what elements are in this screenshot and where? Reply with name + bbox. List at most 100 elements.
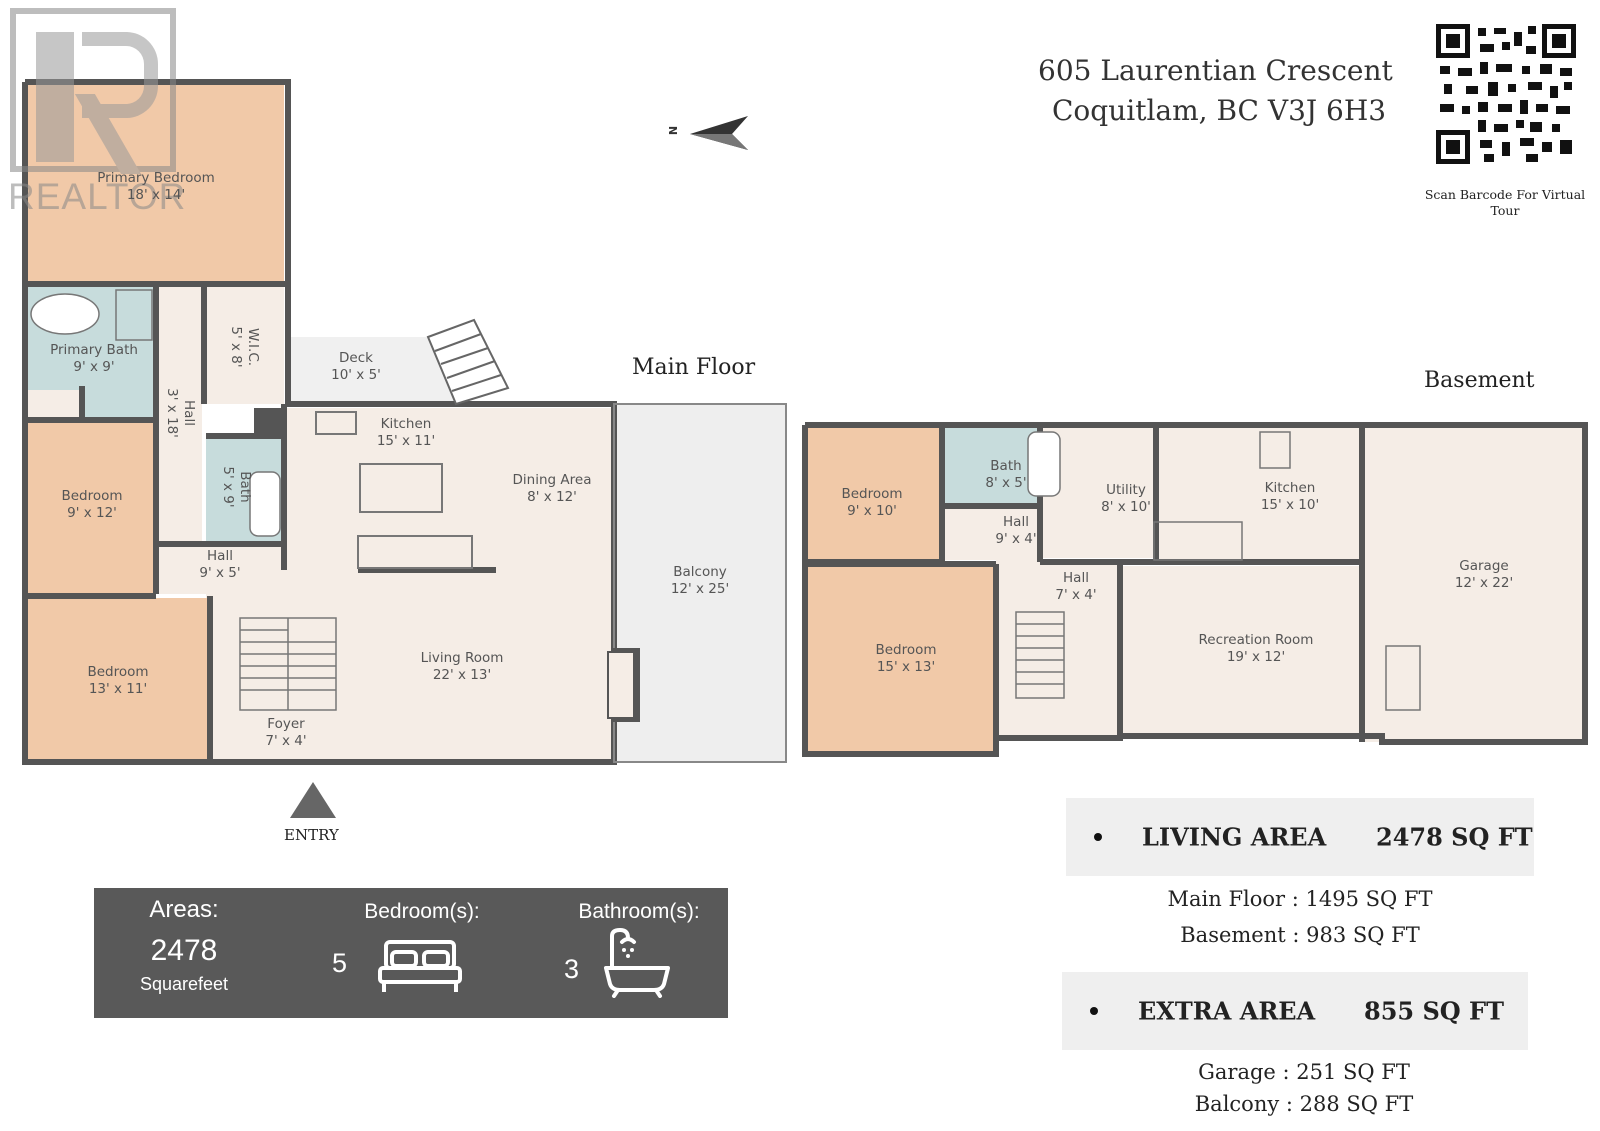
room-name: Dining Area bbox=[512, 472, 592, 488]
room-primary-bath: Primary Bath 9' x 9' bbox=[50, 342, 138, 376]
room-name: Bedroom bbox=[87, 664, 149, 680]
room-name: Recreation Room bbox=[1198, 632, 1314, 648]
summary-bedrooms: Bedroom(s): bbox=[342, 896, 502, 924]
room-name: Living Room bbox=[420, 650, 504, 666]
room-name: Bath bbox=[990, 458, 1022, 474]
basement-title: Basement bbox=[1424, 368, 1535, 393]
qr-caption-line-1: Scan Barcode For Virtual bbox=[1424, 187, 1586, 202]
summary-panel: Areas: 2478 Squarefeet Bedroom(s): 5 Bat… bbox=[94, 888, 728, 1018]
room-name: Bedroom bbox=[875, 642, 937, 658]
realtor-logo: REALTOR bbox=[8, 8, 187, 218]
room-dims: 19' x 12' bbox=[1226, 649, 1286, 665]
room-name: Garage bbox=[1459, 558, 1509, 574]
room-hall-main: Hall 9' x 5' bbox=[199, 548, 240, 582]
balcony-area-text: Balcony : 288 SQ FT bbox=[1194, 1092, 1414, 1116]
bedroom-13x11-area bbox=[28, 598, 210, 760]
bullet-dot bbox=[1094, 833, 1102, 841]
room-bath-main: Bath 5' x 9' bbox=[219, 466, 253, 507]
areas-label: Areas: bbox=[149, 896, 219, 923]
room-name: Hall bbox=[181, 400, 197, 426]
room-dining: Dining Area 8' x 12' bbox=[513, 472, 592, 506]
room-b-hall-upper: Hall 9' x 4' bbox=[995, 514, 1036, 548]
room-wic: W.I.C. 5' x 8' bbox=[227, 326, 261, 367]
main-floor-title: Main Floor bbox=[632, 355, 756, 380]
room-name: Bedroom bbox=[61, 488, 123, 504]
room-dims: 9' x 10' bbox=[847, 503, 897, 519]
extra-area-label: EXTRA AREA bbox=[1138, 996, 1316, 1026]
basement-area: Basement : 983 SQ FT bbox=[1180, 923, 1420, 947]
room-dims: 7' x 4' bbox=[265, 733, 307, 749]
room-foyer: Foyer 7' x 4' bbox=[265, 716, 306, 750]
room-dims: 8' x 5' bbox=[985, 475, 1027, 491]
room-dims: 9' x 5' bbox=[199, 565, 241, 581]
realtor-logo-text: REALTOR bbox=[8, 176, 187, 217]
summary-areas: Areas: 2478 Squarefeet bbox=[114, 896, 254, 995]
room-b-bedroom-15x13: Bedroom 15' x 13' bbox=[875, 642, 936, 676]
bathtub-icon bbox=[602, 928, 672, 998]
room-dims: 12' x 22' bbox=[1454, 575, 1514, 591]
room-balcony: Balcony 12' x 25' bbox=[671, 564, 729, 598]
room-b-bedroom-9x10: Bedroom 9' x 10' bbox=[841, 486, 902, 520]
room-dims: 13' x 11' bbox=[88, 681, 148, 697]
room-dims: 22' x 13' bbox=[432, 667, 492, 683]
room-dims: 9' x 9' bbox=[73, 359, 115, 375]
realtor-logo-mark bbox=[10, 8, 176, 174]
living-area bbox=[206, 570, 614, 760]
extra-area-value: 855 SQ FT bbox=[1364, 996, 1504, 1026]
qr-caption-line-2: Tour bbox=[1490, 203, 1520, 218]
hall-vertical-area bbox=[156, 286, 202, 542]
bedroom-9x12-area bbox=[28, 422, 154, 594]
living-area-value: 2478 SQ FT bbox=[1376, 822, 1533, 852]
room-name: Primary Bedroom bbox=[97, 170, 215, 186]
deck-area bbox=[290, 337, 456, 404]
qr-caption: Scan Barcode For Virtual Tour bbox=[1400, 187, 1600, 219]
bathrooms-label: Bathroom(s): bbox=[578, 900, 700, 923]
room-dims: 7' x 4' bbox=[1055, 587, 1097, 603]
bullet-dot bbox=[1090, 1007, 1098, 1015]
room-dims: 12' x 25' bbox=[670, 581, 730, 597]
room-hall-vertical: Hall 3' x 18' bbox=[163, 388, 197, 438]
bathrooms-value: 3 bbox=[564, 954, 580, 984]
room-name: Balcony bbox=[673, 564, 727, 580]
qr-code[interactable] bbox=[1436, 24, 1576, 164]
room-bedroom-13x11: Bedroom 13' x 11' bbox=[87, 664, 148, 698]
bedrooms-label: Bedroom(s): bbox=[364, 900, 480, 923]
compass-north-label: N bbox=[666, 125, 680, 136]
bedrooms-value: 5 bbox=[332, 948, 348, 978]
room-name: Primary Bath bbox=[50, 342, 138, 358]
room-bedroom-9x12: Bedroom 9' x 12' bbox=[61, 488, 122, 522]
entry-label: ENTRY bbox=[284, 826, 339, 844]
room-dims: 9' x 4' bbox=[995, 531, 1037, 547]
room-dims: 15' x 13' bbox=[876, 659, 936, 675]
balcony-area bbox=[614, 404, 786, 762]
room-dims: 8' x 10' bbox=[1101, 499, 1151, 515]
room-dims: 8' x 12' bbox=[527, 489, 577, 505]
room-dims: 5' x 9' bbox=[220, 466, 236, 508]
room-name: Kitchen bbox=[1264, 480, 1316, 496]
room-primary-bedroom: Primary Bedroom 18' x 14' bbox=[97, 170, 215, 204]
room-name: Hall bbox=[207, 548, 233, 564]
room-name: Hall bbox=[1003, 514, 1029, 530]
address-line-1: 605 Laurentian Crescent bbox=[1038, 54, 1393, 87]
room-name: W.I.C. bbox=[245, 327, 261, 367]
living-area-label: LIVING AREA bbox=[1142, 822, 1327, 852]
room-name: Foyer bbox=[267, 716, 305, 732]
room-dims: 18' x 14' bbox=[126, 187, 186, 203]
areas-unit: Squarefeet bbox=[139, 974, 229, 994]
room-dims: 5' x 8' bbox=[228, 326, 244, 368]
address-line-2: Coquitlam, BC V3J 6H3 bbox=[1052, 94, 1387, 127]
room-dims: 10' x 5' bbox=[331, 367, 381, 383]
room-dims: 15' x 11' bbox=[376, 433, 436, 449]
living-area-bar: LIVING AREA 2478 SQ FT bbox=[1066, 798, 1534, 876]
wic-area bbox=[204, 286, 284, 404]
room-b-utility: Utility 8' x 10' bbox=[1101, 482, 1151, 516]
extra-area-bar: EXTRA AREA 855 SQ FT bbox=[1062, 972, 1528, 1050]
room-b-recreation: Recreation Room 19' x 12' bbox=[1199, 632, 1314, 666]
compass-arrow bbox=[690, 116, 748, 150]
entry-arrow bbox=[290, 782, 336, 818]
room-living: Living Room 22' x 13' bbox=[421, 650, 504, 684]
room-dims: 3' x 18' bbox=[164, 388, 180, 438]
summary-bathrooms: Bathroom(s): bbox=[554, 896, 724, 924]
room-name: Deck bbox=[339, 350, 373, 366]
room-dims: 9' x 12' bbox=[67, 505, 117, 521]
